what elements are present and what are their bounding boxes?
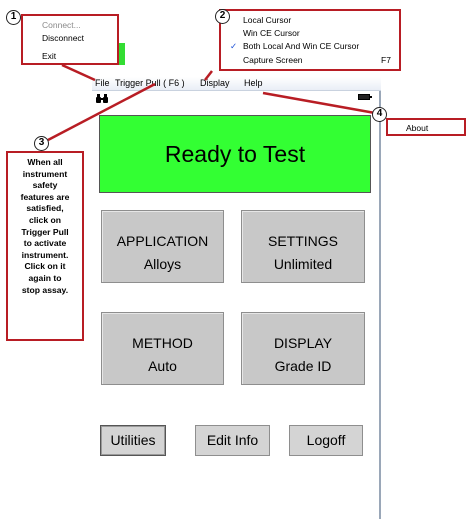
callout-marker-4: 4 (372, 107, 387, 122)
display-menu-popup: Local Cursor Win CE Cursor ✓ Both Local … (219, 9, 401, 71)
note-line: stop assay. (21, 284, 69, 295)
binoculars-icon (96, 93, 108, 106)
note-line: instrument. (21, 249, 69, 260)
menu-exit[interactable]: Exit (42, 51, 57, 61)
battery-icon (358, 94, 372, 100)
menu-local-cursor[interactable]: Local Cursor (243, 15, 292, 25)
status-row (92, 91, 381, 105)
note-line: Click on it (24, 261, 66, 272)
menu-both-cursor[interactable]: Both Local And Win CE Cursor (243, 41, 360, 51)
settings-title: SETTINGS (267, 233, 338, 249)
application-value: Alloys (143, 256, 182, 272)
method-title: METHOD (132, 335, 193, 351)
menu-capture-screen[interactable]: Capture Screen (243, 55, 303, 65)
settings-button[interactable]: SETTINGS Unlimited (241, 210, 365, 283)
trigger-pull-note: When all instrument safety features are … (6, 151, 84, 341)
menu-disconnect[interactable]: Disconnect (42, 33, 85, 43)
menu-trigger-pull[interactable]: Trigger Pull ( F6 ) (115, 78, 185, 88)
callout-marker-1: 1 (6, 10, 21, 25)
callout-marker-2: 2 (215, 9, 230, 24)
note-line: again to (28, 272, 62, 283)
menu-help[interactable]: Help (244, 78, 263, 88)
app-window: File Trigger Pull ( F6 ) Display Help Re… (92, 77, 381, 519)
display-button[interactable]: DISPLAY Grade ID (241, 312, 365, 385)
menu-bar: File Trigger Pull ( F6 ) Display Help (92, 77, 381, 91)
ready-status-text: Ready to Test (164, 141, 306, 167)
application-title: APPLICATION (116, 233, 209, 249)
ready-status-panel: Ready to Test (99, 115, 371, 193)
capture-shortcut: F7 (381, 55, 391, 65)
edit-info-button[interactable]: Edit Info (195, 425, 270, 456)
note-line: click on (29, 214, 61, 225)
note-line: features are (20, 191, 70, 202)
note-line: Trigger Pull (21, 226, 69, 237)
menu-about[interactable]: About (406, 123, 429, 133)
method-button[interactable]: METHOD Auto (101, 312, 224, 385)
method-value: Auto (148, 358, 177, 374)
note-line: instrument (22, 168, 68, 179)
note-line: to activate (23, 238, 67, 249)
utilities-button[interactable]: Utilities (100, 425, 166, 456)
menu-win-ce-cursor[interactable]: Win CE Cursor (243, 28, 300, 38)
logoff-button[interactable]: Logoff (289, 425, 363, 456)
display-title: DISPLAY (273, 335, 333, 351)
menu-connect: Connect... (42, 20, 81, 30)
file-menu-popup: Connect... Disconnect Exit (21, 14, 119, 65)
menu-file[interactable]: File (95, 78, 110, 88)
note-line: safety (32, 180, 58, 191)
display-value: Grade ID (274, 358, 332, 374)
checkmark-icon: ✓ (230, 41, 238, 51)
menu-display[interactable]: Display (200, 78, 230, 88)
help-menu-popup: About (386, 118, 466, 136)
application-button[interactable]: APPLICATION Alloys (101, 210, 224, 283)
note-line: When all (27, 157, 63, 167)
settings-value: Unlimited (273, 256, 333, 272)
note-line: satisfied, (26, 203, 64, 214)
callout-marker-3: 3 (34, 136, 49, 151)
